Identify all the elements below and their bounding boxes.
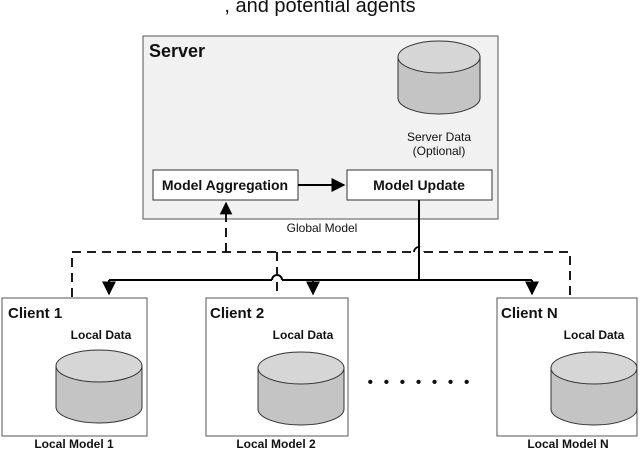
header-fragment: , and potential agents: [224, 0, 415, 17]
model-aggregation-label: Model Aggregation: [162, 177, 288, 193]
client-2-data-cylinder: [257, 351, 345, 426]
client-2-title: Client 2: [210, 305, 264, 322]
client-2-model-label: Local Model 2: [236, 437, 316, 451]
client-2-data-label: Local Data: [273, 328, 334, 342]
server-title: Server: [149, 41, 205, 61]
client-n-data-label: Local Data: [564, 328, 625, 342]
client-n-model-label: Local Model N: [527, 437, 608, 451]
server-data-optional-label: (Optional): [413, 144, 466, 158]
download-solid-lines: [102, 200, 539, 296]
client-1-model-label: Local Model 1: [34, 437, 114, 451]
server-data-label: Server Data: [407, 130, 471, 144]
client-1-data-label: Local Data: [71, 328, 132, 342]
global-model-label: Global Model: [287, 221, 358, 235]
model-update-label: Model Update: [373, 177, 465, 193]
client-1-data-cylinder: [55, 349, 143, 424]
client-n-title: Client N: [501, 305, 558, 322]
model-aggregation-box: [152, 169, 299, 201]
client-1-title: Client 1: [8, 305, 62, 322]
server-data-cylinder: [397, 40, 481, 115]
client-n-data-cylinder: [550, 351, 638, 426]
more-clients-ellipsis: • • • • • • •: [368, 374, 473, 391]
model-update-box: [346, 169, 493, 201]
